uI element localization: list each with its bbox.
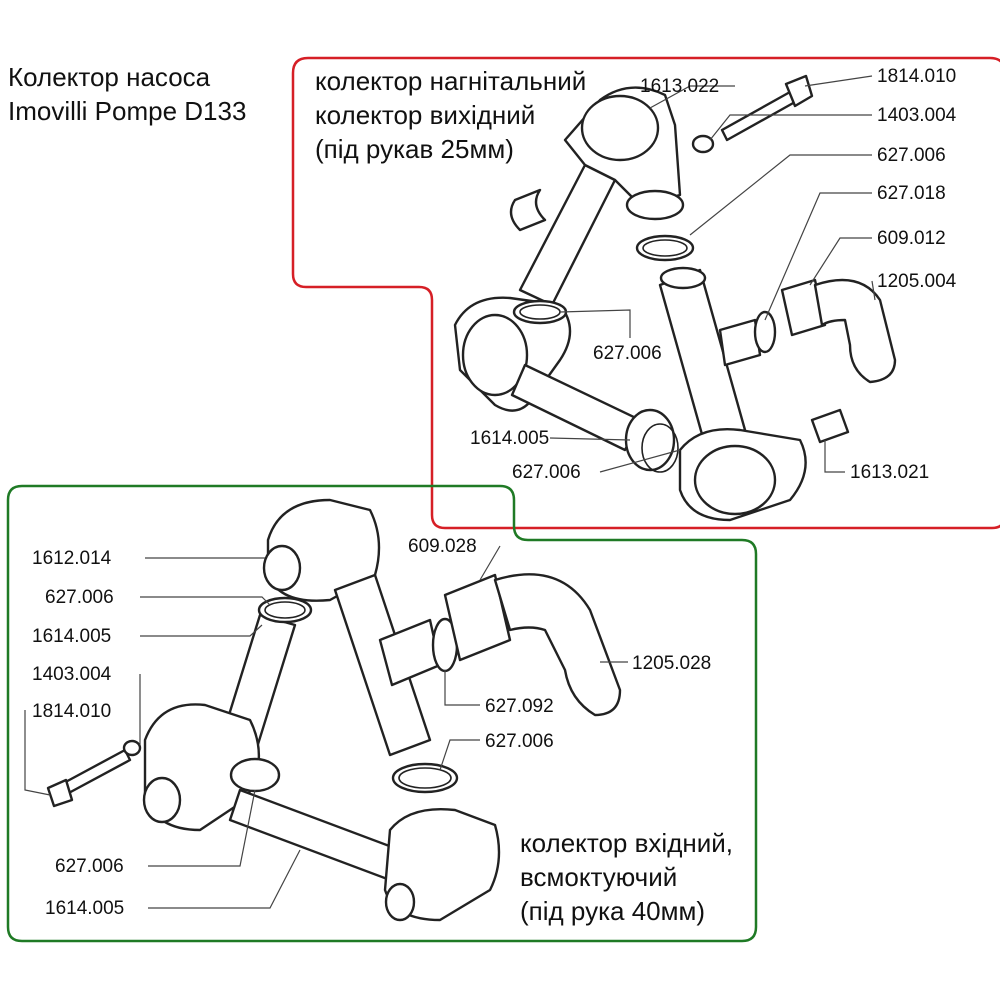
label-1612-014: 1612.014 (32, 548, 112, 569)
inlet-pipe-right (333, 573, 432, 757)
left-block-port (461, 313, 529, 397)
outlet-caption-line-2: колектор вихідний (315, 100, 536, 130)
label-627-006-a: 627.006 (877, 145, 946, 166)
inlet-caption-line-1: колектор вхідний, (520, 828, 734, 858)
pipe-ring (624, 408, 676, 472)
bottom-elbow-port (693, 444, 777, 516)
inlet-caption: колектор вхідний, всмоктуючий (під рука … (520, 826, 733, 928)
inlet-caption-line-3: (під рука 40мм) (520, 896, 706, 926)
bolt-1814-010-top (720, 90, 797, 142)
oring-627-006-in-low (229, 757, 281, 793)
inlet-manifold-drawing (46, 498, 622, 922)
label-627-092: 627.092 (485, 696, 554, 717)
hose-elbow-1205-028 (493, 573, 622, 717)
label-1205-004: 1205.004 (877, 271, 957, 292)
label-1614-005: 1614.005 (470, 428, 549, 449)
diagram-title: Колектор насоса Imovilli Pompe D133 (8, 60, 246, 128)
label-1613-022: 1613.022 (640, 76, 719, 97)
inlet-group-frame (6, 484, 758, 943)
oring-627-018 (753, 310, 777, 354)
inlet-labels: 1612.014 627.006 1614.005 1403.004 1814.… (32, 536, 711, 919)
washer-1403-004-top (691, 134, 715, 154)
outlet-caption-line-1: колектор нагнітальний (315, 66, 587, 96)
label-627-006-e: 627.006 (485, 731, 554, 752)
title-line-1: Колектор насоса (8, 62, 211, 92)
outlet-labels: 1613.022 1814.010 1403.004 627.006 627.0… (470, 66, 957, 483)
outlet-caption: колектор нагнітальний колектор вихідний … (315, 64, 586, 166)
label-627-006-f: 627.006 (55, 856, 124, 877)
label-1814-010-b: 1814.010 (32, 701, 111, 722)
label-1614-005-c: 1614.005 (45, 898, 124, 919)
nut-609-012 (780, 278, 827, 337)
outlet-pipe-stub (509, 188, 547, 232)
outlet-caption-line-3: (під рукав 25мм) (315, 134, 514, 164)
oring-627-006-in-right (391, 762, 459, 794)
label-1403-004-b: 1403.004 (32, 664, 112, 685)
label-1205-028: 1205.028 (632, 653, 711, 674)
label-1814-010: 1814.010 (877, 66, 956, 87)
top-elbow-port-in (262, 544, 302, 592)
label-1613-021: 1613.021 (850, 462, 929, 483)
inlet-left-block-port (142, 776, 182, 824)
plug (810, 408, 850, 444)
title-line-2: Imovilli Pompe D133 (8, 96, 247, 126)
washer-1403-004-in (122, 739, 142, 757)
label-627-006-b: 627.006 (593, 343, 662, 364)
outlet-fitting (718, 318, 762, 367)
label-609-028: 609.028 (408, 536, 477, 557)
outlet-manifold-drawing (453, 74, 897, 522)
label-627-006-c: 627.006 (512, 462, 581, 483)
top-elbow-lower-port (625, 189, 685, 221)
inlet-bottom-elbow-port (384, 882, 416, 922)
outlet-pipe-left (518, 163, 617, 307)
label-1614-005-b: 1614.005 (32, 626, 111, 647)
bolt-1814-010-in (58, 748, 132, 797)
label-627-006-d: 627.006 (45, 587, 114, 608)
label-627-018: 627.018 (877, 183, 946, 204)
inlet-caption-line-2: всмоктуючий (520, 862, 678, 892)
hose-elbow-1205-004 (813, 278, 897, 384)
nut-609-028 (443, 573, 512, 662)
leader-lines (24, 75, 876, 909)
inlet-pipe-1614-005 (228, 788, 402, 882)
label-1403-004: 1403.004 (877, 105, 957, 126)
top-elbow-port (580, 94, 660, 162)
label-609-012: 609.012 (877, 228, 946, 249)
outlet-pipe-1614-005 (510, 363, 642, 452)
outlet-group-frame (291, 56, 1000, 530)
